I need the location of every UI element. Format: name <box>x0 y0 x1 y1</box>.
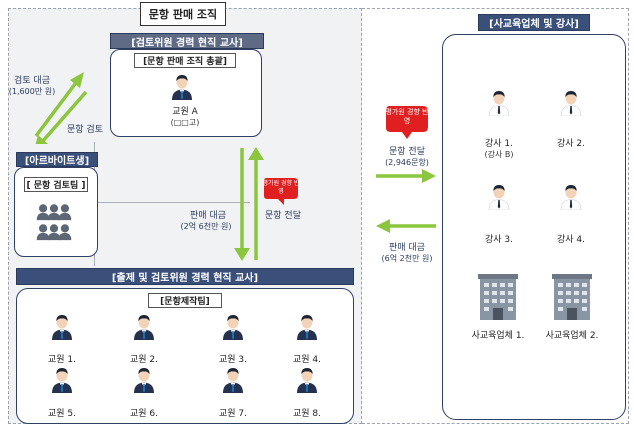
connector-line <box>94 202 250 203</box>
teacher-icon <box>51 367 73 393</box>
company-name: 사교육업체 2. <box>545 331 599 341</box>
instructor-name: 강사 1. <box>484 139 513 149</box>
sale-fee-left-arrow <box>376 219 436 233</box>
teacher-icon <box>296 367 318 393</box>
instructor-icon <box>560 184 582 210</box>
review-fee-amount: (1,600만 원) <box>8 87 56 96</box>
teacher-label: 교원 4. <box>292 355 321 365</box>
maker-team-box <box>16 288 354 424</box>
instructor-note: (강사 B) <box>484 150 514 159</box>
right-box <box>442 34 626 420</box>
review-arrows <box>34 72 88 144</box>
right-sale-fee-label: 판매 대금 <box>389 243 425 253</box>
building-icon <box>552 274 592 320</box>
teacher-icon <box>222 367 244 393</box>
delivery-right-arrow <box>376 169 436 183</box>
teacher-label: 교원 3. <box>218 355 247 365</box>
leader-name: 교원 A <box>172 107 198 117</box>
review-label: 문항 검토 <box>67 125 103 135</box>
leader-person-icon <box>171 74 193 100</box>
right-delivery-label: 문항 전달 <box>389 147 425 157</box>
teacher-icon <box>51 314 73 340</box>
leader-label: [문항 판매 조직 총괄] <box>134 53 236 68</box>
maker-header: [출제 및 검토위원 경력 현직 교사] <box>16 268 354 285</box>
instructor-name: 강사 4. <box>556 235 585 245</box>
teacher-label: 교원 7. <box>218 409 247 419</box>
right-bubble-text: 평가원 경향 반영 <box>385 108 429 125</box>
teacher-label: 교원 6. <box>129 409 158 419</box>
teacher-icon <box>133 314 155 340</box>
speech-bubble-icon <box>386 106 428 139</box>
middle-vertical-arrows <box>234 147 264 261</box>
parttime-header: [아르바이트생] <box>16 152 98 167</box>
people-group-icon <box>34 198 74 246</box>
teacher-label: 교원 5. <box>47 409 76 419</box>
delivery-label: 문항 전달 <box>265 211 301 221</box>
reviewer-header: [검토위원 경력 현직 교사] <box>110 33 264 49</box>
review-fee-label: 검토 대금 <box>14 76 50 86</box>
org-title: 문항 판매 조직 <box>140 2 226 26</box>
bubble-text: 평가원 경향 반영 <box>262 180 300 195</box>
organization-area-right-edge <box>362 8 629 424</box>
instructor-icon <box>488 90 510 116</box>
teacher-label: 교원 8. <box>292 409 321 419</box>
instructor-name: 강사 2. <box>556 139 585 149</box>
sale-fee-amount: (2억 6천만 원) <box>180 222 232 231</box>
instructor-icon <box>488 184 510 210</box>
instructor-name: 강사 3. <box>484 235 513 245</box>
teacher-icon <box>133 367 155 393</box>
right-sale-fee-amount: (6억 2천만 원) <box>381 254 433 263</box>
teacher-label: 교원 2. <box>129 355 158 365</box>
building-icon <box>478 274 518 320</box>
teacher-icon <box>222 314 244 340</box>
sale-fee-label: 판매 대금 <box>190 211 226 221</box>
company-name: 사교육업체 1. <box>471 331 525 341</box>
instructor-icon <box>560 90 582 116</box>
right-header: [사교육업체 및 강사] <box>478 14 590 31</box>
teacher-icon <box>296 314 318 340</box>
maker-team-label: [문항제작팀] <box>148 293 222 308</box>
leader-school: (□□고) <box>170 118 200 127</box>
right-delivery-amount: (2,946문항) <box>385 158 429 167</box>
teacher-label: 교원 1. <box>47 355 76 365</box>
review-team-label: [ 문항 검토팀 ] <box>24 177 88 192</box>
speech-bubble-icon <box>264 178 298 205</box>
